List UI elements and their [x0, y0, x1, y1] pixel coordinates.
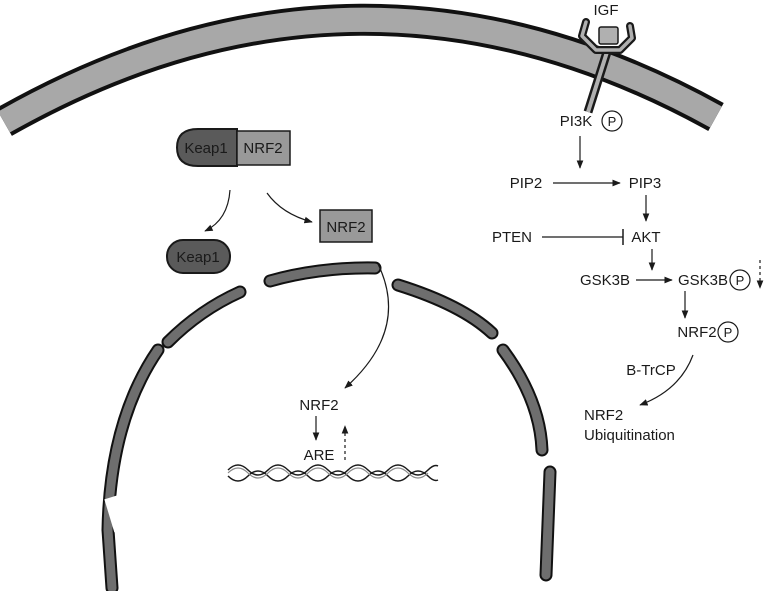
free-keap1-shape	[166, 239, 231, 274]
membrane-fill	[0, 7, 722, 133]
dna-strand-1	[227, 464, 439, 476]
nrf2-phospho-circle	[717, 321, 739, 343]
btrcp-degradation-arrow	[639, 354, 694, 406]
pi3k-label: PI3K	[560, 113, 593, 130]
nrf2-release-arrow	[266, 192, 313, 224]
nrf2-translocation-arrow	[344, 263, 390, 389]
nrf2-phospho-label: P	[724, 325, 733, 340]
free-nrf2-label: NRF2	[326, 219, 365, 236]
dna-strand-2	[227, 470, 439, 482]
free-keap1: Keap1	[166, 239, 231, 274]
nuclear-nrf2-label: NRF2	[299, 397, 338, 414]
nrf2-p-label: NRF2	[677, 324, 716, 341]
dna-helix	[227, 464, 439, 482]
gsk3b-phospho-circle	[729, 269, 751, 291]
cell-membrane	[0, 3, 724, 136]
pi3k-phospho-label: P	[608, 114, 617, 129]
ubiquitination-line2: Ubiquitination	[584, 427, 675, 444]
pip2-label: PIP2	[510, 175, 543, 192]
gsk3b-label: GSK3B	[580, 272, 630, 289]
free-keap1-label: Keap1	[176, 249, 219, 266]
are-label: ARE	[304, 447, 335, 464]
ubiquitination-line1: NRF2	[584, 407, 623, 424]
complex-nrf2-box	[236, 130, 291, 166]
nuclear-envelope	[101, 261, 557, 595]
gsk3b-p-label: GSK3B	[678, 272, 728, 289]
gsk3b-phospho-label: P	[736, 273, 745, 288]
akt-label: AKT	[631, 229, 660, 246]
igf-ligand-block	[598, 26, 619, 45]
dna-strand-3	[227, 467, 429, 479]
free-nrf2: NRF2	[319, 209, 373, 243]
igf-label: IGF	[594, 2, 619, 19]
keap1-release-arrow	[204, 189, 231, 232]
keap1-nrf2-complex: Keap1 NRF2	[175, 128, 291, 167]
pten-label: PTEN	[492, 229, 532, 246]
btrcp-label: B-TrCP	[626, 362, 675, 379]
pip3-label: PIP3	[629, 175, 662, 192]
complex-keap1-shape	[175, 128, 238, 167]
pi3k-phospho-circle	[601, 110, 623, 132]
complex-nrf2-label: NRF2	[243, 140, 282, 157]
free-nrf2-box	[319, 209, 373, 243]
pi3k-akt-pathway: PI3K P PIP2 PIP3 PTEN AKT GSK3B GSK3B P …	[492, 110, 764, 444]
igf-receptor: IGF	[578, 2, 636, 114]
complex-keap1-label: Keap1	[184, 140, 227, 157]
